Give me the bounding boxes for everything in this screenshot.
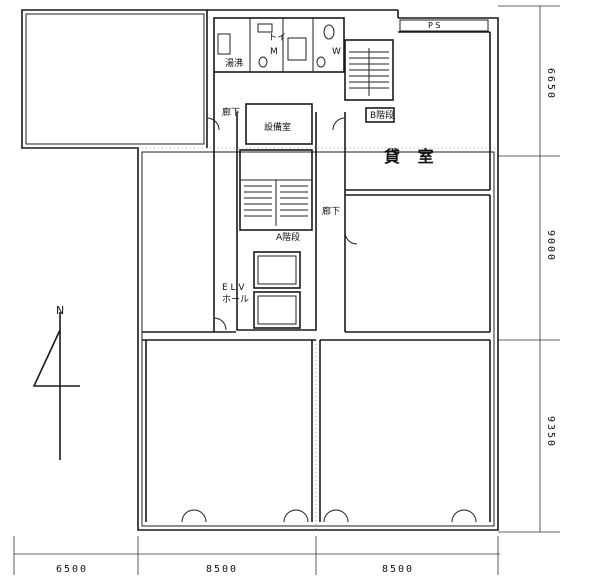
grid-lines: [138, 147, 498, 530]
toilet-label: トイ: [268, 33, 286, 43]
equipment-room-label: 設備室: [264, 121, 291, 133]
dim-right-3: 9350: [545, 416, 556, 448]
corridor-right-label: 廊下: [322, 205, 340, 217]
north-label: N: [56, 304, 64, 317]
building-outline: [21, 9, 499, 531]
hall-label: ホール: [222, 294, 249, 305]
toilet-m-label: M: [270, 47, 278, 57]
stair-a-label: A階段: [276, 231, 300, 243]
toilet-w-label: W: [332, 47, 341, 57]
ps-label: P S: [428, 21, 440, 30]
dim-bottom-3: 8500: [382, 564, 414, 575]
dim-right-1: 6650: [545, 68, 556, 100]
stair-b-label: B階段: [370, 109, 394, 121]
doors: [181, 117, 477, 523]
dim-bottom-1: 6500: [56, 564, 88, 575]
rental-room-top-right: [344, 31, 491, 333]
north-arrow: [32, 312, 80, 460]
bottom-rooms: [145, 339, 491, 522]
corridor-top-label: 廊下: [222, 106, 240, 118]
ps-shaft: [399, 19, 489, 32]
stair-b: [344, 39, 395, 123]
rental-room-left: [142, 331, 316, 341]
dim-right-2: 9000: [545, 230, 556, 262]
dim-bottom-2: 8500: [206, 564, 238, 575]
kitchen-label: 湯沸: [225, 57, 243, 69]
central-core: [213, 72, 317, 333]
dimension-lines: [13, 5, 560, 575]
service-core: [213, 17, 345, 73]
elv-label: E L V: [222, 283, 245, 293]
rental-room-label: 貸 室: [383, 147, 440, 166]
